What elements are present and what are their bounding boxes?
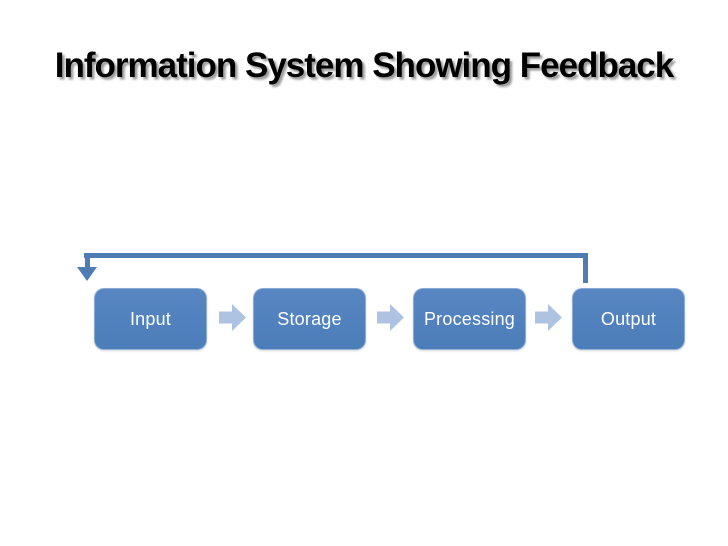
feedback-arrowhead-down-icon bbox=[77, 267, 97, 281]
right-arrow-icon bbox=[377, 304, 404, 331]
feedback-arrow-top-segment bbox=[84, 253, 588, 258]
feedback-arrow-right-segment bbox=[583, 253, 588, 283]
flow-step-input: Input bbox=[94, 288, 207, 350]
flow-step-output: Output bbox=[572, 288, 685, 350]
flow-step-label: Output bbox=[600, 308, 657, 329]
right-arrow-icon bbox=[219, 304, 246, 331]
right-arrow-icon bbox=[535, 304, 562, 331]
flow-step-label: Processing bbox=[423, 308, 516, 329]
flow-step-label: Storage bbox=[277, 308, 342, 329]
feedback-arrow-left-segment bbox=[85, 253, 90, 268]
slide-title: Information System Showing Feedback bbox=[54, 46, 674, 85]
flow-step-label: Input bbox=[129, 308, 172, 329]
flow-step-storage: Storage bbox=[253, 288, 366, 350]
flow-step-processing: Processing bbox=[413, 288, 526, 350]
